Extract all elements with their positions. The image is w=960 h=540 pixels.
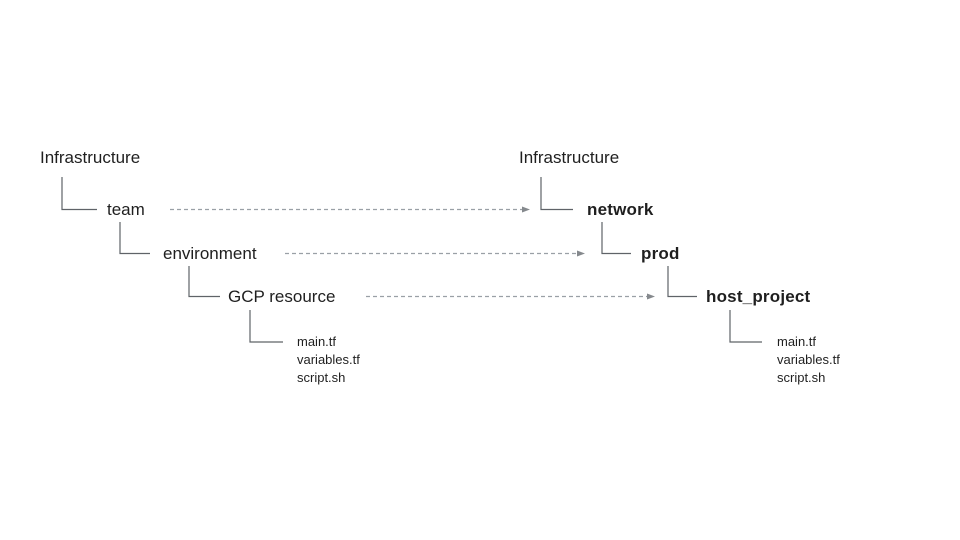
elbow-right-prod bbox=[601, 222, 631, 255]
file-name: script.sh bbox=[297, 370, 346, 385]
file-name: main.tf bbox=[297, 334, 337, 349]
elbow-right-files bbox=[729, 310, 762, 343]
left-tree-elbows bbox=[61, 177, 283, 343]
file-name: variables.tf bbox=[777, 352, 840, 367]
right-tree-level2-label: prod bbox=[641, 243, 680, 263]
right-tree-level1-label: network bbox=[587, 199, 654, 219]
file-name: main.tf bbox=[777, 334, 817, 349]
right-tree-root-label: Infrastructure bbox=[519, 148, 620, 167]
left-tree-file-list: main.tf variables.tf script.sh bbox=[297, 333, 360, 387]
right-tree-elbows bbox=[540, 177, 762, 343]
left-tree-level3-label: GCP resource bbox=[228, 286, 336, 306]
mapping-arrows bbox=[170, 206, 655, 300]
left-tree-level1-label: team bbox=[107, 199, 145, 219]
elbow-left-gcp-resource bbox=[188, 266, 220, 298]
right-tree-file-list: main.tf variables.tf script.sh bbox=[777, 333, 840, 387]
left-tree-root-label: Infrastructure bbox=[40, 148, 141, 167]
elbow-left-environment bbox=[119, 222, 150, 255]
right-tree-level3-label: host_project bbox=[706, 286, 811, 306]
elbow-right-host-project bbox=[667, 266, 697, 298]
file-name: script.sh bbox=[777, 370, 826, 385]
elbow-left-team bbox=[61, 177, 97, 211]
elbow-right-network bbox=[540, 177, 573, 211]
left-tree-level2-label: environment bbox=[163, 243, 257, 263]
elbow-left-files bbox=[249, 310, 283, 343]
file-name: variables.tf bbox=[297, 352, 360, 367]
